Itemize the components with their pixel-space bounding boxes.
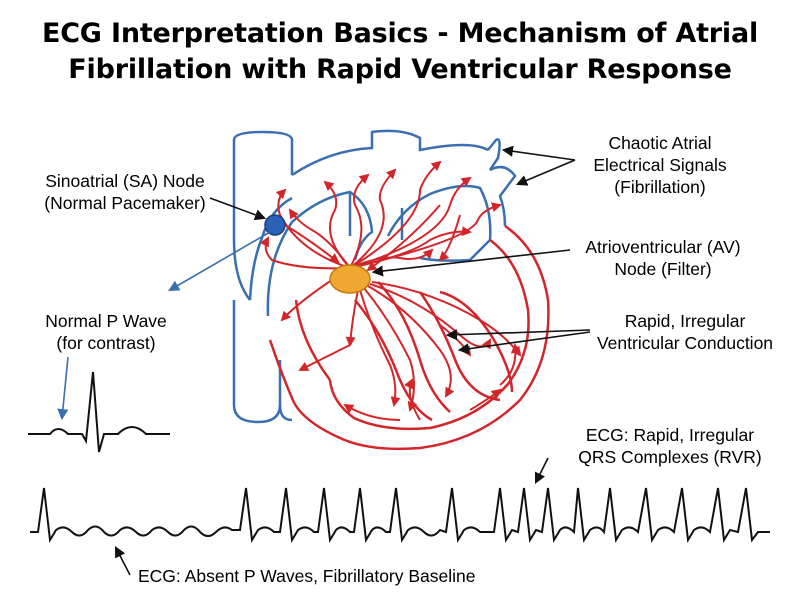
sa-node: [264, 214, 286, 236]
av-node: [329, 264, 371, 294]
av-node-label-line-2: Node (Filter): [614, 259, 712, 279]
label-pointers: [114, 145, 591, 576]
chaotic-label-line-2: Electrical Signals: [593, 155, 727, 175]
av-node-label: Atrioventricular (AV) Node (Filter): [558, 236, 768, 280]
rapid-label-line-1: Rapid, Irregular: [624, 311, 746, 331]
ventricles-outline: [268, 224, 550, 451]
chaotic-signals-label: Chaotic Atrial Electrical Signals (Fibri…: [560, 132, 760, 198]
ecg-absent-p-label: ECG: Absent P Waves, Fibrillatory Baseli…: [138, 565, 476, 587]
rapid-label-line-2: Ventricular Conduction: [596, 333, 774, 353]
p-wave-pointer: [57, 231, 271, 421]
chaotic-label-line-3: (Fibrillation): [614, 177, 706, 197]
ecg-rvr-label: ECG: Rapid, Irregular QRS Complexes (RVR…: [570, 424, 770, 468]
ventricular-conduction: [298, 281, 522, 421]
title-line-1: ECG Interpretation Basics - Mechanism of…: [41, 18, 759, 49]
normal-p-wave-label: Normal P Wave (for contrast): [16, 310, 196, 354]
rapid-conduction-label: Rapid, Irregular Ventricular Conduction: [580, 310, 790, 354]
av-node-label-line-1: Atrioventricular (AV): [585, 237, 741, 257]
normal-p-wave-trace: [28, 371, 170, 453]
sa-node-label-line-1: Sinoatrial (SA) Node: [45, 171, 205, 191]
ecg-absent-label-line-1: ECG: Absent P Waves, Fibrillatory Baseli…: [138, 566, 476, 586]
sa-node-label: Sinoatrial (SA) Node (Normal Pacemaker): [20, 170, 230, 214]
title-line-2: Fibrillation with Rapid Ventricular Resp…: [68, 54, 732, 85]
ecg-rvr-label-line-1: ECG: Rapid, Irregular: [585, 425, 755, 445]
page-title: ECG Interpretation Basics - Mechanism of…: [0, 16, 800, 88]
ecg-rvr-label-line-2: QRS Complexes (RVR): [578, 447, 762, 467]
vena-cava: [232, 130, 294, 424]
ecg-afib-rvr-trace: [30, 487, 770, 544]
p-wave-label-line-1: Normal P Wave: [45, 311, 167, 331]
p-wave-label-line-2: (for contrast): [56, 333, 156, 353]
sa-node-label-line-2: (Normal Pacemaker): [44, 193, 206, 213]
chaotic-label-line-1: Chaotic Atrial: [608, 133, 712, 153]
